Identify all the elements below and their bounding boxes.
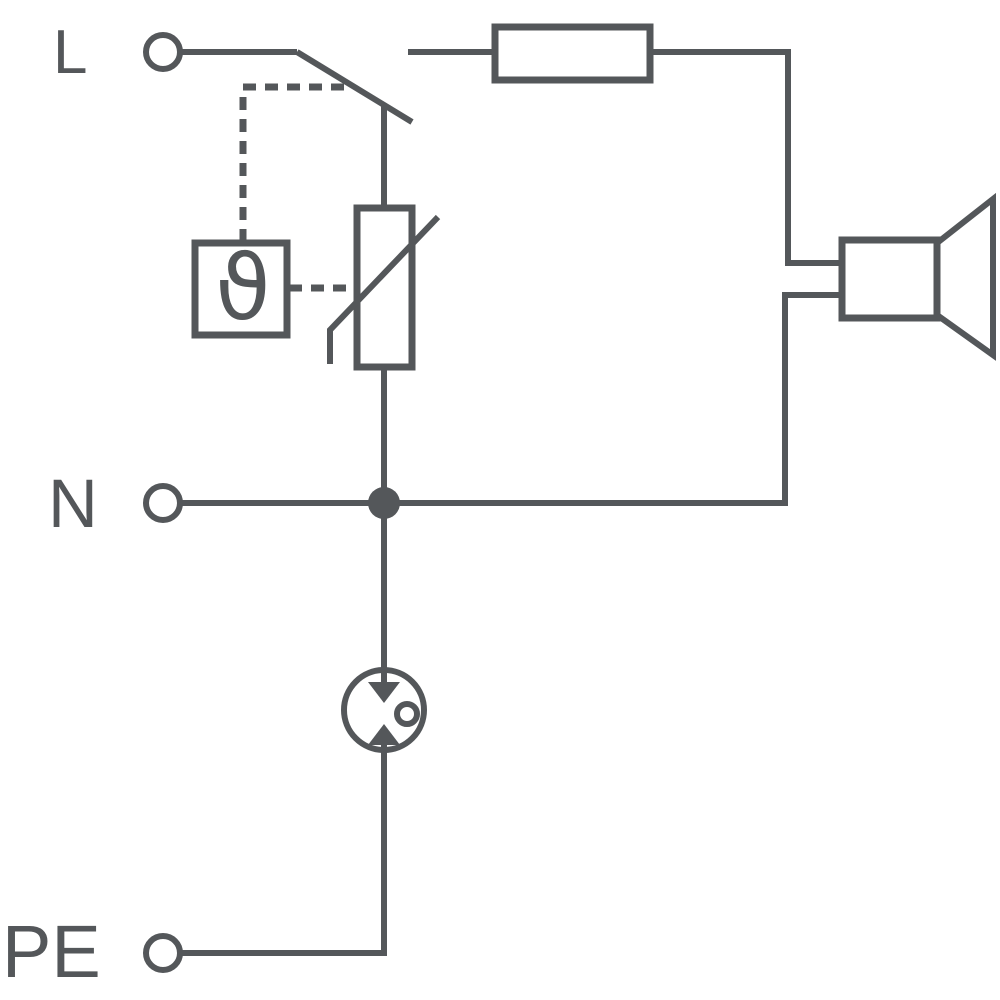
label-L: L: [53, 18, 87, 87]
varistor-body: [353, 204, 416, 371]
varistor-diagonal-stroke: [327, 214, 441, 364]
temperature-sensor-box-symbol: [191, 239, 291, 339]
terminal-L-circle: [143, 32, 183, 72]
label-N: N: [48, 465, 98, 542]
arrester-arrow-down: [368, 682, 400, 703]
wire-junction-dot: [368, 487, 400, 519]
resistor-symbol: [491, 23, 654, 84]
thermal-disconnect-switch-blade: [295, 49, 414, 125]
terminal-PE-circle: [143, 933, 183, 973]
label-PE: PE: [2, 910, 101, 993]
theta-symbol: ϑ: [215, 236, 271, 341]
wire-resistor-to-speaker-top: [648, 49, 842, 266]
loudspeaker-body: [838, 236, 941, 322]
wire-arrester-to-pe: [181, 745, 387, 956]
gas-discharge-tube-circle: [341, 667, 427, 753]
loudspeaker-horn: [935, 192, 996, 361]
wire-speaker-bottom-to-neutral: [181, 292, 842, 506]
gas-filled-indicator-circle: [394, 701, 420, 727]
terminal-N-circle: [143, 483, 183, 523]
schematic: ϑ L N PE: [2, 18, 996, 993]
arrester-arrow-up: [368, 724, 400, 745]
